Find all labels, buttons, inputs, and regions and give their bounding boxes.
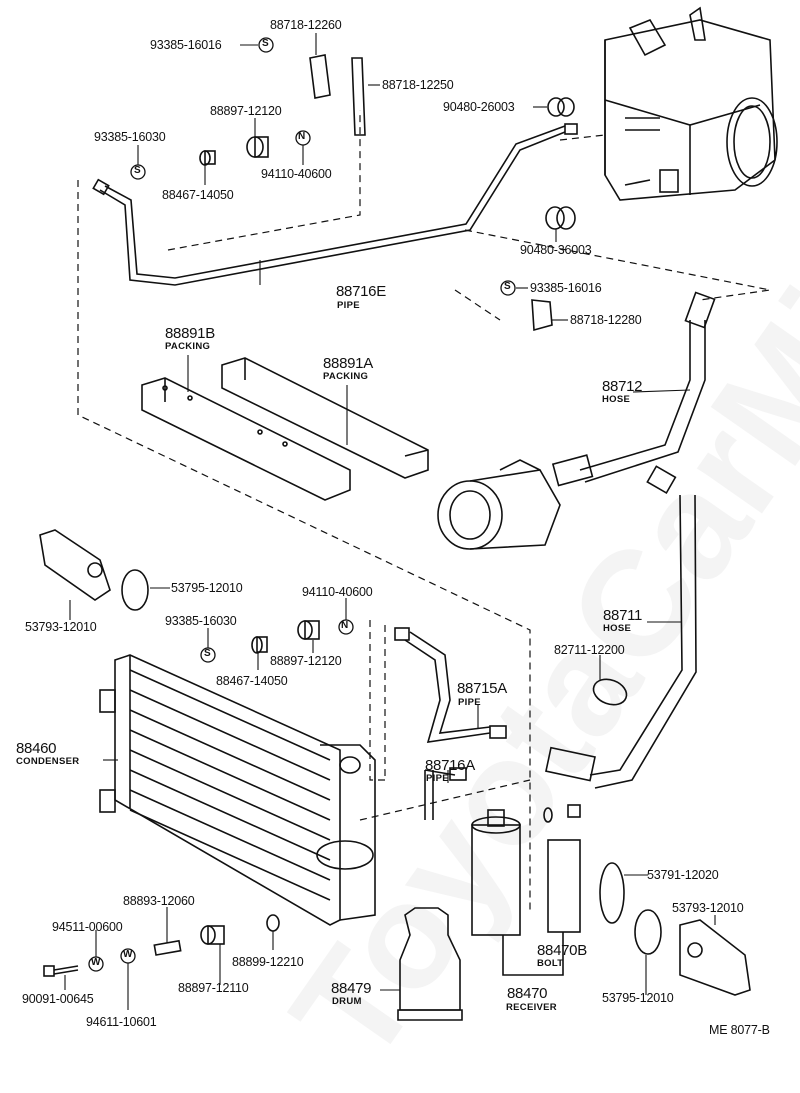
label-88891b-name: PACKING <box>165 341 211 352</box>
symbol-n: N <box>341 620 349 631</box>
pipe-88715a <box>394 627 507 743</box>
callout-82711-12200: 82711-12200 <box>554 643 625 657</box>
cover-plate-53793-left <box>39 529 111 601</box>
cover-plate-53793-right <box>679 919 751 996</box>
callout-88897-12110: 88897-12110 <box>178 981 249 995</box>
callout-94110-40600: 94110-40600 <box>302 585 373 599</box>
drum-88479 <box>397 907 463 1021</box>
label-88460-number: 88460 <box>16 740 57 757</box>
hose-88712 <box>551 291 716 487</box>
dashed-boundary <box>77 110 771 910</box>
label-88711-name: HOSE <box>603 623 632 634</box>
label-88716e-name: PIPE <box>337 300 360 311</box>
bushing-88897-12120-mid <box>297 620 320 640</box>
label-88470-number: 88470 <box>507 985 548 1002</box>
clamp-88718-12250 <box>351 57 366 136</box>
label-88712-number: 88712 <box>602 378 643 395</box>
label-88891a-name: PACKING <box>323 371 369 382</box>
callout-88899-12210: 88899-12210 <box>232 955 304 969</box>
symbol-w: W <box>91 957 101 968</box>
callout-88893-12060: 88893-12060 <box>123 894 195 908</box>
hose-clamp <box>592 678 628 706</box>
compressor <box>437 459 561 550</box>
label-88716a-number: 88716A <box>425 757 475 774</box>
callout-88467-14050: 88467-14050 <box>216 674 288 688</box>
label-88891a-number: 88891A <box>323 355 373 372</box>
callout-90480-26003: 90480-26003 <box>443 100 515 114</box>
label-88711-number: 88711 <box>603 607 643 624</box>
symbol-s: S <box>504 281 511 292</box>
label-88715a-number: 88715A <box>457 680 507 697</box>
callout-88467-14050: 88467-14050 <box>162 188 234 202</box>
callout-88718-12250: 88718-12250 <box>382 78 454 92</box>
callout-90091-00645: 90091-00645 <box>22 992 94 1006</box>
hose-88711 <box>545 465 697 789</box>
bushing-88897-12120-top <box>246 136 269 158</box>
callout-53795-12010: 53795-12010 <box>602 991 674 1005</box>
condenser-88460 <box>99 654 376 926</box>
pipe-88716a <box>424 767 467 820</box>
label-88479-number: 88479 <box>331 980 372 997</box>
callout-53793-12010: 53793-12010 <box>25 620 97 634</box>
pipe-88716e <box>92 123 578 286</box>
callout-53791-12020: 53791-12020 <box>647 868 719 882</box>
symbol-n: N <box>298 131 306 142</box>
label-88460-name: CONDENSER <box>16 756 80 767</box>
collar-88467-14050-top <box>199 150 216 166</box>
grommet-88899-12210 <box>266 914 280 932</box>
label-88715a-name: PIPE <box>458 697 481 708</box>
leader-lines <box>64 33 716 1010</box>
callout-93385-16016: 93385-16016 <box>150 38 222 52</box>
bolt-88470b <box>543 804 581 933</box>
label-88716a-name: PIPE <box>426 773 449 784</box>
bushing-88897-12110 <box>200 925 225 945</box>
washer-53795-right <box>634 909 662 955</box>
gasket-53791 <box>599 862 625 924</box>
callout-93385-16030: 93385-16030 <box>94 130 166 144</box>
callout-88897-12120: 88897-12120 <box>210 104 282 118</box>
clamp-88718-12260 <box>309 54 331 99</box>
symbol-s: S <box>134 165 141 176</box>
grommet-90480-26003 <box>547 97 575 117</box>
label-88716e-number: 88716E <box>336 283 386 300</box>
clamp-88718-12280 <box>531 299 553 332</box>
callout-88718-12280: 88718-12280 <box>570 313 642 327</box>
callout-93385-16016: 93385-16016 <box>530 281 602 295</box>
label-88470b-name: BOLT <box>537 958 564 969</box>
grommet-90480-36003 <box>545 206 576 230</box>
symbol-s: S <box>204 648 211 659</box>
callout-88897-12120: 88897-12120 <box>270 654 342 668</box>
callout-94611-10601: 94611-10601 <box>86 1015 157 1029</box>
callout-90480-36003: 90480-36003 <box>520 243 592 257</box>
callout-88718-12260: 88718-12260 <box>270 18 342 32</box>
label-88891b-number: 88891B <box>165 325 215 342</box>
symbol-s: S <box>262 38 269 49</box>
callout-94511-00600: 94511-00600 <box>52 920 123 934</box>
packing-88891a <box>221 357 429 479</box>
packing-88891b <box>141 377 351 501</box>
collar-88467-14050-mid <box>251 636 268 654</box>
callout-93385-16030: 93385-16030 <box>165 614 237 628</box>
evaporator-unit <box>604 6 778 201</box>
label-88470b-number: 88470B <box>537 942 587 959</box>
washer-53795-left <box>121 569 149 611</box>
bolt-90091-00645 <box>43 965 79 977</box>
label-88470-name: RECEIVER <box>506 1002 557 1013</box>
symbol-w: W <box>123 949 133 960</box>
label-88479-name: DRUM <box>332 996 362 1007</box>
label-88712-name: HOSE <box>602 394 631 405</box>
diagram-id: ME 8077-B <box>709 1023 770 1037</box>
receiver-88470 <box>471 809 564 976</box>
callout-94110-40600: 94110-40600 <box>261 167 332 181</box>
callout-53795-12010: 53795-12010 <box>171 581 243 595</box>
callout-53793-12010: 53793-12010 <box>672 901 744 915</box>
